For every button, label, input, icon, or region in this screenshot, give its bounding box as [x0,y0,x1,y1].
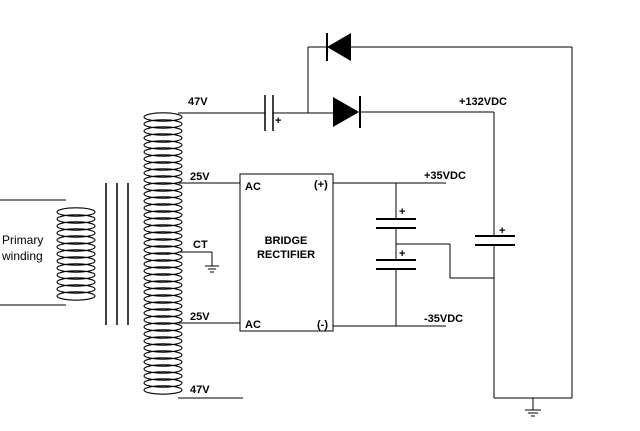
secondary-coil-turn [143,357,183,367]
secondary-coil-turn [143,371,183,381]
secondary-coil-turn [143,259,183,269]
secondary-coil-turn [143,364,183,374]
primary-coil-turn [56,221,96,231]
secondary-coil-turn [143,273,183,283]
primary-coil-turn [56,291,96,301]
secondary-coil-turn [143,301,183,311]
secondary-coil-turn [143,315,183,325]
secondary-coil-turn [143,140,183,150]
secondary-coil-turn [143,168,183,178]
secondary-coil-turn [143,154,183,164]
negative-terminal-label: (-) [317,319,328,331]
primary-coil-turn [56,228,96,238]
secondary-coil-turn [143,147,183,157]
hv-cap-polarity: + [499,225,505,237]
primary-winding-coil [56,207,96,301]
primary-label-line1: Primary [2,233,43,247]
secondary-coil-turn [143,189,183,199]
secondary-coil-turn [143,119,183,129]
filter-capacitor-top [376,218,416,229]
secondary-coil-turn [143,266,183,276]
secondary-coil-turn [143,238,183,248]
secondary-coil-turn [143,175,183,185]
positive-terminal-label: (+) [314,179,328,191]
tap-label-top: 47V [188,96,208,108]
primary-coil-turn [56,284,96,294]
primary-winding-leads [0,199,66,306]
tap-leads [178,112,265,399]
secondary-coil-turn [143,133,183,143]
secondary-coil-turn [143,280,183,290]
output-neg-label: -35VDC [424,313,463,325]
ac-label-bottom: AC [245,319,261,331]
tap-label-upper: 25V [190,171,210,183]
primary-coil-turn [56,214,96,224]
primary-coil-turn [56,263,96,273]
secondary-coil-turn [143,224,183,234]
filter-cap-top-polarity: + [399,206,405,218]
secondary-coil-turn [143,112,183,122]
ac-label-top: AC [245,181,261,193]
bridge-rectifier-box [239,173,334,332]
primary-coil-turn [56,256,96,266]
secondary-coil-turn [143,203,183,213]
primary-coil-turn [56,249,96,259]
ground-icon [525,398,541,417]
secondary-coil-turn [143,322,183,332]
primary-label-line2: winding [1,249,43,263]
secondary-coil-turn [143,231,183,241]
primary-coil-turn [56,207,96,217]
tap-label-center: CT [193,239,208,251]
secondary-coil-turn [143,378,183,388]
secondary-coil-turn [143,182,183,192]
lower-diode-icon [333,96,494,128]
secondary-coil-turn [143,343,183,353]
ct-ground-icon [205,265,219,273]
secondary-coil-turn [143,329,183,339]
series-capacitor [264,95,333,131]
upper-diode-icon [307,33,573,398]
secondary-coil-turn [143,350,183,360]
secondary-coil-turn [143,385,183,395]
secondary-coil-turn [143,196,183,206]
secondary-coil-turn [143,126,183,136]
secondary-coil-turn [143,294,183,304]
secondary-coil-turn [143,252,183,262]
hv-capacitor [475,112,572,399]
primary-coil-turn [56,242,96,252]
secondary-coil-turn [143,217,183,227]
tap-label-bottom: 47V [190,384,210,396]
primary-coil-turn [56,277,96,287]
filter-cap-bottom-polarity: + [399,248,405,260]
dc-rails [333,182,494,327]
tap-label-lower: 25V [190,311,210,323]
rectifier-title-line1: BRIDGE [265,235,308,247]
series-cap-polarity: + [275,115,281,127]
primary-coil-turn [56,270,96,280]
secondary-coil-turn [143,161,183,171]
output-high-label: +132VDC [459,96,507,108]
transformer-core [105,183,129,325]
filter-capacitor-bottom [376,259,416,270]
secondary-coil-turn [143,245,183,255]
secondary-coil-turn [143,308,183,318]
secondary-coil-turn [143,210,183,220]
primary-coil-turn [56,235,96,245]
output-pos-label: +35VDC [424,170,466,182]
rectifier-title-line2: RECTIFIER [257,249,315,261]
secondary-coil-turn [143,287,183,297]
secondary-winding-coil [143,112,183,395]
secondary-coil-turn [143,336,183,346]
